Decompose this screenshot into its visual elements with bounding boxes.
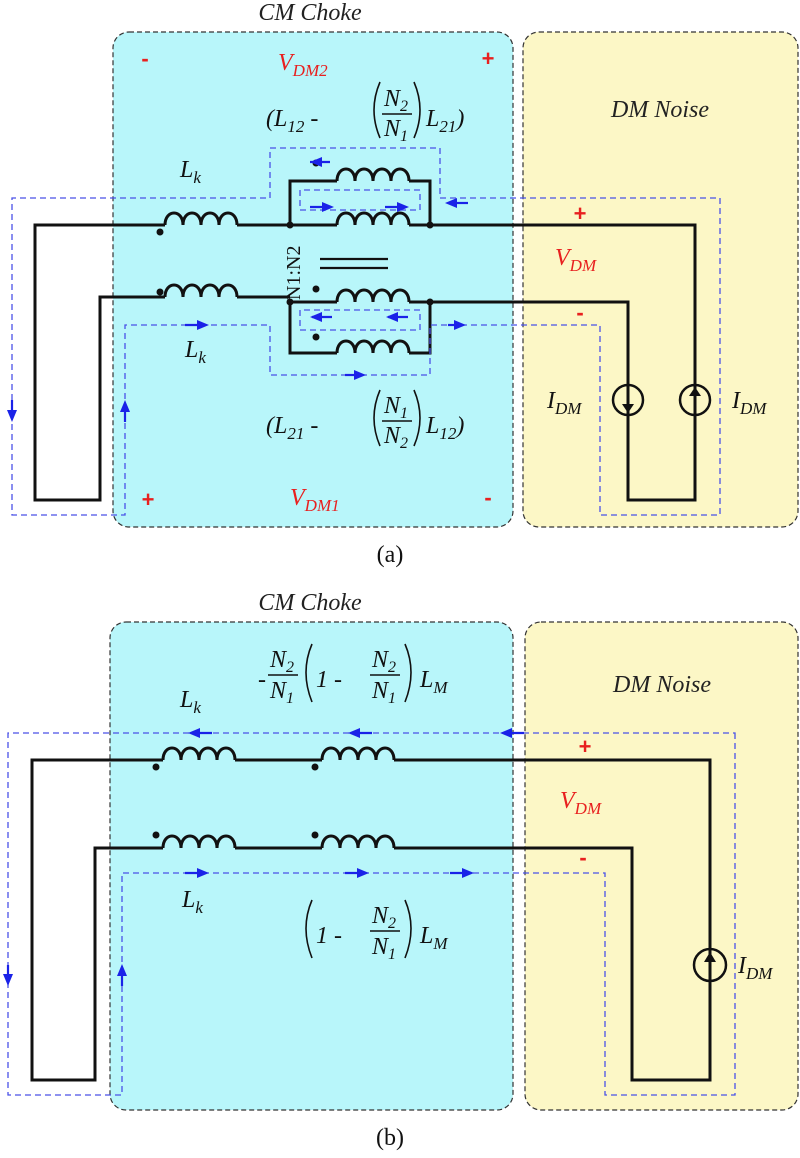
cm-choke-title-a: CM Choke bbox=[258, 0, 362, 26]
svg-text:LM: LM bbox=[419, 667, 448, 697]
caption-a: (a) bbox=[377, 542, 404, 568]
svg-text:N1: N1 bbox=[371, 934, 396, 963]
vdm-minus-b: - bbox=[579, 845, 586, 870]
svg-text:N2: N2 bbox=[371, 647, 396, 676]
svg-text:L12): L12) bbox=[425, 413, 464, 443]
node-bottom-right-a bbox=[426, 298, 434, 306]
dot-lm-bottom-b bbox=[311, 831, 319, 839]
svg-text:N2: N2 bbox=[383, 86, 408, 115]
wire-loop-b bbox=[30, 758, 163, 1082]
dm-noise-box-b bbox=[524, 621, 799, 1111]
current-source-up-b bbox=[692, 947, 728, 983]
current-path-inner-bottom-a bbox=[299, 309, 421, 331]
vdm1-label: VDM1 bbox=[290, 485, 340, 515]
figure-a: CM Choke DM Noise - + VDM2 (L12 - N2 N1 … bbox=[7, 0, 799, 568]
vdm1-minus: - bbox=[484, 485, 491, 510]
svg-text:(L21 -: (L21 - bbox=[266, 413, 318, 443]
svg-text:(L12 -: (L12 - bbox=[266, 106, 318, 136]
current-arrows-a bbox=[7, 157, 468, 422]
bottom-expression-a: (L21 - N1 N2 L12) bbox=[266, 389, 464, 452]
par-bottom-frame-a bbox=[288, 300, 432, 355]
svg-text:N1: N1 bbox=[383, 116, 408, 145]
cm-choke-title-b: CM Choke bbox=[258, 590, 362, 616]
current-path-b bbox=[7, 732, 736, 1096]
svg-text:N1: N1 bbox=[383, 393, 408, 422]
svg-text:N1: N1 bbox=[371, 678, 396, 707]
dot-lk-bottom-a bbox=[156, 288, 164, 296]
dm-noise-box-a bbox=[522, 31, 799, 528]
vdm-plus-a: + bbox=[574, 201, 587, 226]
dot-lk-bottom-b bbox=[152, 831, 160, 839]
top-expression-a: (L12 - N2 N1 L21) bbox=[266, 81, 464, 145]
dm-noise-title-b: DM Noise bbox=[612, 672, 711, 698]
cm-choke-box-b bbox=[109, 621, 514, 1111]
vdm-label-b: VDM bbox=[560, 788, 602, 818]
vdm-plus-b: + bbox=[579, 734, 592, 759]
dot-lm-top-b bbox=[311, 763, 319, 771]
idm-label-right-a: IDM bbox=[731, 388, 767, 418]
vdm-label-a: VDM bbox=[555, 245, 597, 275]
figure-b: CM Choke DM Noise Lk Lk - N2 N1 1 - N2 N… bbox=[3, 590, 799, 1151]
svg-text:N1: N1 bbox=[269, 678, 294, 707]
svg-text:-: - bbox=[258, 667, 266, 693]
vdm1-plus: + bbox=[142, 487, 155, 512]
svg-text:1 -: 1 - bbox=[316, 923, 342, 949]
vdm2-minus: - bbox=[141, 46, 148, 71]
svg-text:1 -: 1 - bbox=[316, 667, 342, 693]
caption-b: (b) bbox=[376, 1125, 404, 1151]
vdm-minus-a: - bbox=[576, 300, 583, 325]
lk-label-top-a: Lk bbox=[179, 157, 201, 187]
current-path-outer-a bbox=[11, 147, 721, 516]
wire-right-top-a bbox=[430, 223, 697, 502]
svg-text:N2: N2 bbox=[269, 647, 294, 676]
current-source-up-a bbox=[678, 383, 712, 417]
dot-bottom-lower-a bbox=[312, 333, 320, 341]
svg-text:N2: N2 bbox=[383, 423, 408, 452]
idm-label-b: IDM bbox=[737, 953, 773, 983]
par-top-frame-a bbox=[288, 179, 432, 227]
cm-choke-box-a bbox=[112, 31, 514, 528]
dot-lk-top-a bbox=[156, 228, 164, 236]
svg-text:L21): L21) bbox=[425, 106, 464, 136]
turns-ratio-label: N1:N2 bbox=[283, 246, 305, 300]
svg-text:LM: LM bbox=[419, 923, 448, 953]
vdm2-plus: + bbox=[482, 46, 495, 71]
lk-label-bottom-a: Lk bbox=[184, 337, 206, 367]
lk-label-bottom-b: Lk bbox=[181, 887, 203, 917]
dm-noise-title-a: DM Noise bbox=[610, 97, 709, 123]
dot-lk-top-b bbox=[152, 763, 160, 771]
top-expression-b: - N2 N1 1 - N2 N1 LM bbox=[258, 643, 448, 707]
lk-label-top-b: Lk bbox=[179, 687, 201, 717]
current-arrows-b bbox=[3, 728, 524, 986]
dot-bottom-upper-a bbox=[312, 285, 320, 293]
wire-loop-a bbox=[33, 223, 165, 502]
node-top-right-a bbox=[426, 221, 434, 229]
current-path-inner-top-a bbox=[299, 189, 421, 211]
wire-right-b bbox=[394, 758, 712, 1082]
idm-label-left-a: IDM bbox=[546, 388, 582, 418]
svg-text:N2: N2 bbox=[371, 903, 396, 932]
vdm2-label: VDM2 bbox=[278, 50, 328, 80]
node-top-left-a bbox=[286, 221, 294, 229]
bottom-expression-b: 1 - N2 N1 LM bbox=[305, 899, 448, 963]
current-source-down-a bbox=[611, 383, 645, 417]
node-bottom-left-a bbox=[286, 298, 294, 306]
